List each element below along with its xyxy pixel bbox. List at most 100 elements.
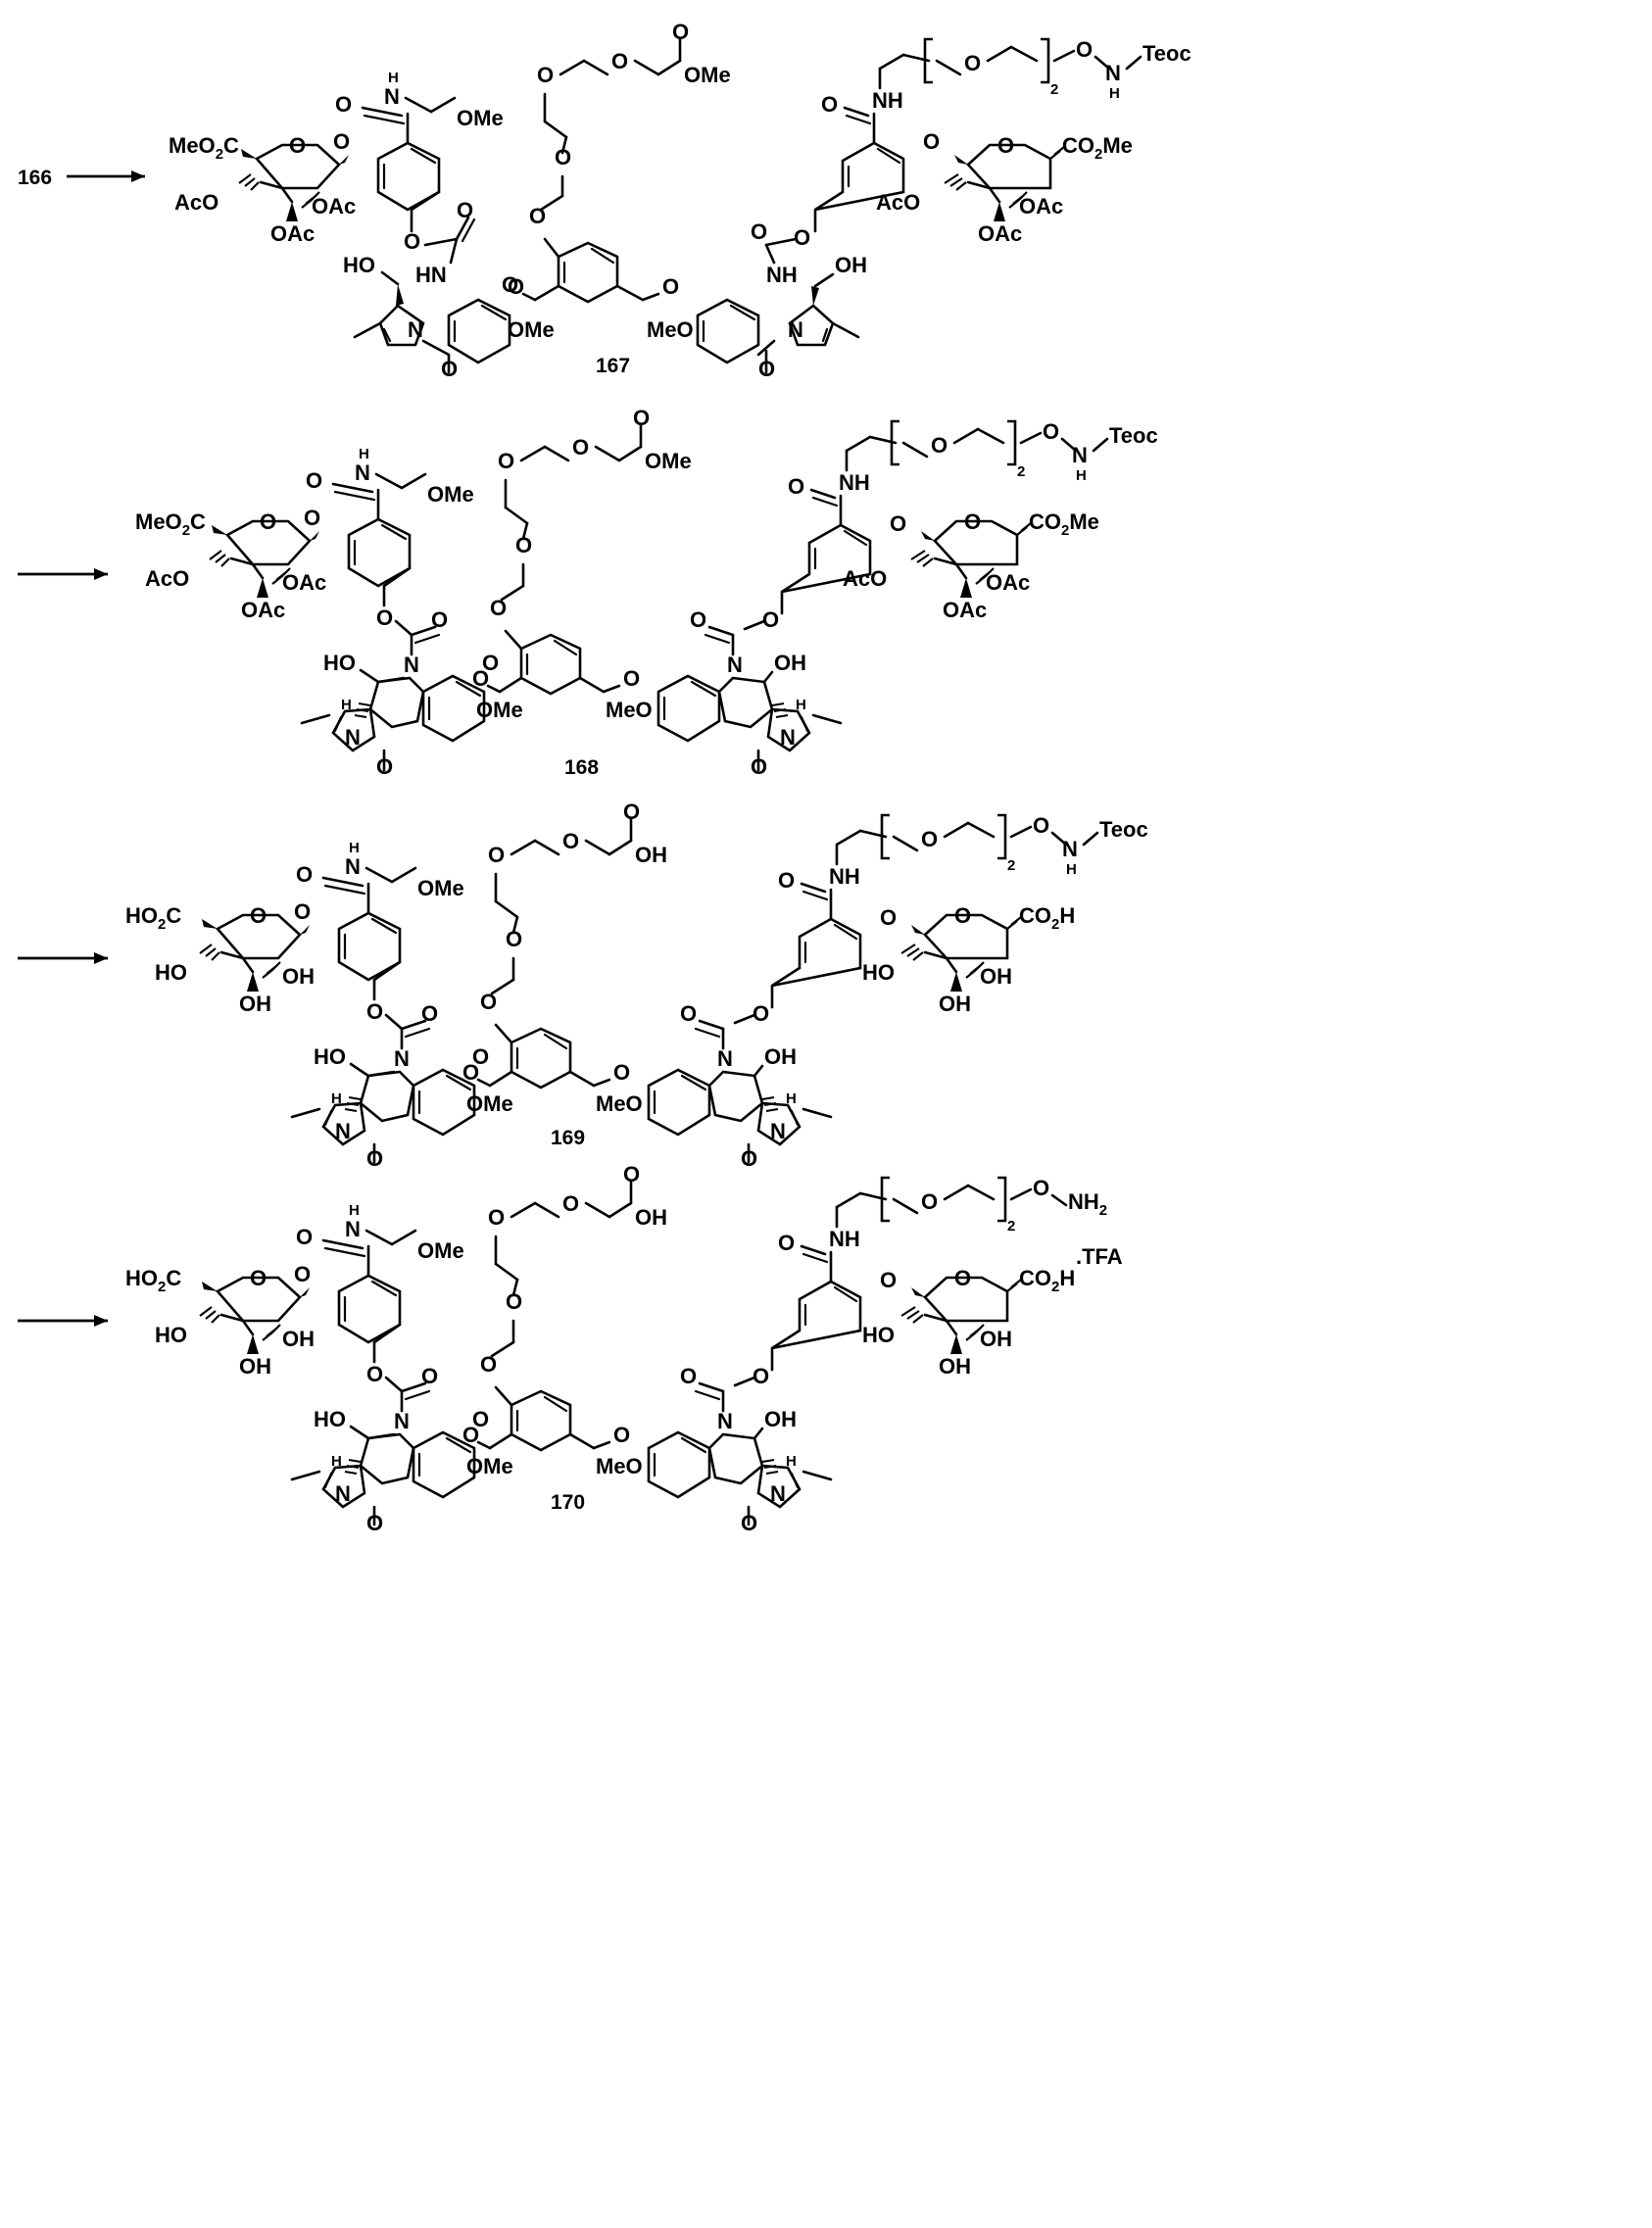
structure-167-svg: 166 O MeO2C O AcO	[18, 20, 1191, 381]
right-pbd-n-168: N	[727, 653, 743, 677]
right-pyrrolidine-n-169: N	[770, 1119, 786, 1143]
left-aryl-amide-169: O N H OMe O	[296, 840, 464, 1024]
right-sugar-167: O O CO2Me AcO OAc OAc	[876, 129, 1133, 246]
pyrrolidine-n-168: N	[345, 725, 361, 750]
right-pyrrolidine-n-170: N	[770, 1481, 786, 1506]
reaction-step-4: HO2C O O HO OH OH O	[0, 1166, 1652, 2228]
right-amide-nh: NH	[872, 88, 903, 113]
left-pbd-ome: OMe	[508, 317, 555, 342]
benzylic-oxygen-label: O	[404, 229, 420, 254]
right-oh-bottom-169: OH	[939, 992, 971, 1016]
left-aryl-amide-170: O N H OMe O	[296, 1202, 464, 1386]
right-pbd-167: MeO N O OH NH O O	[647, 208, 867, 381]
tfa-counterion-170: .TFA	[1076, 1244, 1123, 1269]
right-carbinolamine-oh-170: OH	[764, 1407, 797, 1431]
right-peg-o-168: O	[931, 433, 947, 458]
right-sugar-aco: AcO	[876, 190, 920, 215]
peg-o1-170: O	[488, 1205, 505, 1230]
left-pbd-aryl-o: O	[502, 272, 518, 297]
right-pyrrolidine-n-168: N	[780, 725, 796, 750]
aminooxy-n: N	[1105, 61, 1121, 85]
ring-o-169: O	[250, 903, 267, 928]
right-oh-right-170: OH	[980, 1327, 1012, 1351]
right-carbamate-o-169: O	[680, 1001, 697, 1026]
right-pbd-168: MeO H N O OH N O O	[606, 590, 843, 779]
peg-o4: O	[529, 204, 546, 228]
central-aryl-o-right: O	[662, 274, 679, 299]
central-o-left-169: O	[462, 1060, 479, 1085]
amide-carbonyl-o-label: O	[335, 92, 352, 117]
stereo-h-169: H	[331, 1090, 342, 1107]
right-carbamate-o2-170: O	[753, 1364, 769, 1388]
right-pbd-ring-n: N	[788, 317, 803, 342]
peg-terminus-169: OH	[635, 843, 667, 867]
carbamate-o-169: O	[421, 1001, 438, 1026]
structure-169-svg: HO2C O O HO OH OH O	[18, 803, 1148, 1166]
peg-terminus-170: OH	[635, 1205, 667, 1230]
right-pbd-hydroxymethyl: OH	[835, 253, 867, 277]
left-pbd-169: O N HO H N O OMe O	[290, 1001, 513, 1166]
peg-o1-168: O	[498, 449, 514, 473]
amide-n-label: N	[384, 84, 400, 109]
glyco-o-169: O	[294, 899, 311, 924]
right-amide-nh-170: NH	[829, 1227, 860, 1251]
left-sugar-oac-right-label: OAc	[312, 194, 356, 218]
right-ho-170: HO	[862, 1323, 895, 1347]
free-amine-nh2-170: NH2	[1068, 1189, 1107, 1219]
peg-o2-170: O	[562, 1191, 579, 1216]
carbamate-nh-label: HN	[415, 263, 447, 287]
peg-o3-169: O	[506, 927, 522, 951]
right-amide-o-168: O	[788, 474, 804, 499]
right-pbd-meo-169: MeO	[596, 1091, 643, 1116]
aminooxy-n-h: H	[1109, 85, 1120, 102]
left-sugar-170: HO2C O O HO OH OH	[125, 1262, 315, 1379]
benzylic-o-170: O	[366, 1362, 383, 1386]
peg-ester-carbonyl-o: O	[672, 20, 689, 44]
peg-carbonyl-o-169: O	[623, 803, 640, 824]
amide-n-169: N	[345, 854, 361, 879]
peg-repeat-170: 2	[1007, 1218, 1015, 1235]
peg-o2-168: O	[572, 435, 589, 460]
right-stereo-h-168: H	[796, 697, 806, 713]
peg-o4-170: O	[480, 1352, 497, 1377]
glycosidic-oxygen-label: O	[333, 129, 350, 154]
right-ring-o-170: O	[954, 1266, 971, 1290]
central-o-right-170: O	[613, 1423, 630, 1447]
amide-n-168: N	[355, 460, 370, 485]
right-amide-o-169: O	[778, 868, 795, 893]
left-pbd-168: O N HO H N O OMe	[300, 607, 523, 779]
right-lactam-o-168: O	[751, 754, 767, 779]
aminooxy-n-168: N	[1072, 443, 1088, 467]
amide-h-169: H	[349, 840, 360, 856]
right-ho-169: HO	[862, 960, 895, 985]
peg-o4-168: O	[490, 596, 507, 620]
left-ho-169: HO	[155, 960, 187, 985]
pbd-aryl-o-168: O	[482, 651, 499, 675]
amide-h-168: H	[359, 446, 369, 462]
right-carbamate-o-168: O	[690, 607, 706, 632]
peg-o1-169: O	[488, 843, 505, 867]
carbamate-o-168: O	[431, 607, 448, 632]
left-sugar-167: O MeO2C O AcO OAc OAc	[169, 129, 356, 246]
left-oh-bottom-169: OH	[239, 992, 271, 1016]
right-carbamate-o-170: O	[680, 1364, 697, 1388]
central-aryl-o-left: O	[508, 274, 524, 299]
right-aryl-amide-169: O NH O 2 O N H Teoc	[771, 813, 1148, 988]
right-ring-o: O	[997, 133, 1014, 158]
right-lactam-o-170: O	[741, 1511, 757, 1535]
right-sugar-168: O O CO2Me AcO OAc OAc	[843, 509, 1099, 622]
peg-o1: O	[537, 63, 554, 87]
pbd-ome-168: OMe	[476, 698, 523, 722]
left-sugar-169: HO2C O O HO OH OH	[125, 899, 315, 1016]
right-pbd-170: MeO H N O OH N O O	[596, 1346, 833, 1535]
pbd-aryl-o-170: O	[472, 1407, 489, 1431]
product-label-167: 167	[596, 355, 630, 377]
structure-168-svg: MeO2C O O AcO OAc OAc O	[18, 406, 1158, 779]
reaction-step-3: HO2C O O HO OH OH O	[0, 803, 1652, 1166]
product-label-170: 170	[551, 1491, 585, 1514]
left-oac-right-168: OAc	[282, 570, 326, 595]
right-pbd-meo-168: MeO	[606, 698, 653, 722]
lactam-o-169: O	[366, 1146, 383, 1166]
aminooxy-o-168: O	[1043, 419, 1059, 444]
